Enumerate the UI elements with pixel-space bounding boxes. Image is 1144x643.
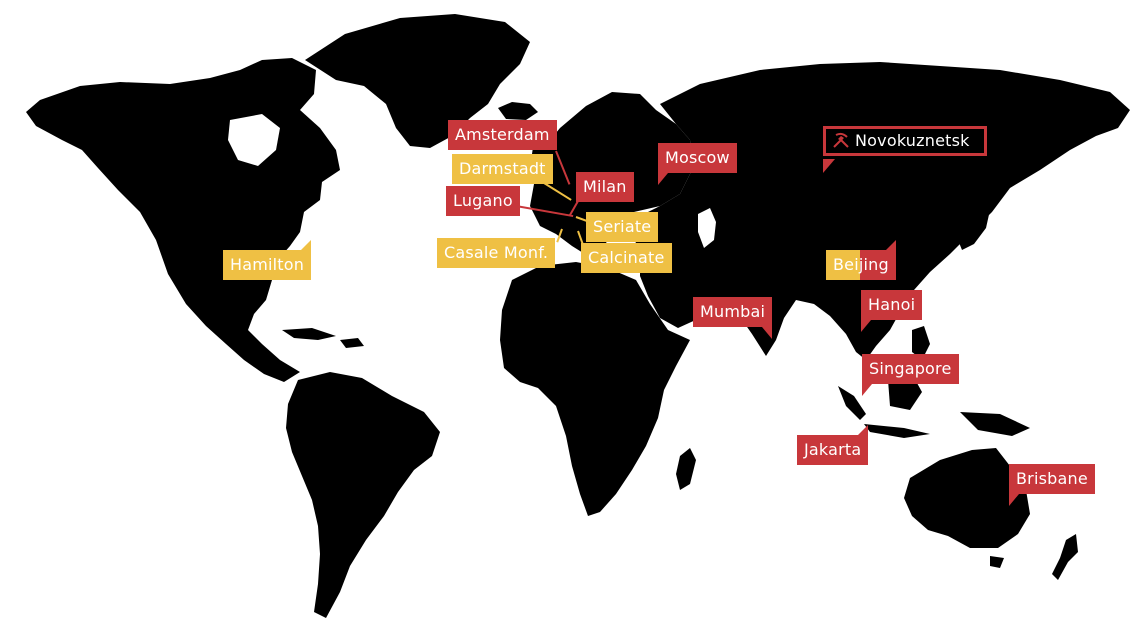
landmass-java bbox=[864, 424, 930, 438]
location-label-calcinate[interactable]: Calcinate bbox=[581, 243, 672, 273]
landmass-greenland bbox=[305, 14, 530, 148]
landmass-japan bbox=[958, 204, 990, 250]
landmass-cuba bbox=[282, 328, 336, 340]
landmass-africa bbox=[500, 262, 690, 516]
location-label-text: Amsterdam bbox=[455, 125, 550, 144]
callout-pointer bbox=[885, 240, 896, 250]
location-label-text: Hanoi bbox=[868, 295, 916, 314]
callout-pointer bbox=[862, 384, 872, 396]
location-label-text: Milan bbox=[583, 177, 627, 196]
landmass-iceland bbox=[498, 102, 538, 120]
location-label-text: Hamilton bbox=[230, 255, 305, 274]
callout-pointer bbox=[762, 327, 773, 339]
location-label-beijing[interactable]: Beijing bbox=[826, 240, 896, 280]
landmass-new-guinea bbox=[960, 412, 1030, 436]
landmass-australia bbox=[904, 448, 1030, 548]
location-label-hanoi[interactable]: Hanoi bbox=[861, 290, 923, 332]
location-label-mumbai[interactable]: Mumbai bbox=[693, 297, 773, 339]
pickaxe-shovel-icon bbox=[833, 132, 849, 148]
location-label-jakarta[interactable]: Jakarta bbox=[797, 425, 869, 465]
location-label-seriate[interactable]: Seriate bbox=[586, 212, 659, 242]
location-label-novokuznetsk[interactable]: Novokuznetsk bbox=[823, 126, 987, 173]
location-label-text: Singapore bbox=[869, 359, 952, 378]
location-label-darmstadt[interactable]: Darmstadt bbox=[452, 154, 553, 184]
callout-pointer bbox=[301, 240, 312, 250]
location-label-hamilton[interactable]: Hamilton bbox=[223, 240, 312, 280]
location-label-text: Lugano bbox=[453, 191, 513, 210]
location-label-text: Seriate bbox=[593, 217, 652, 236]
callout-pointer bbox=[823, 159, 835, 173]
landmass-south-america bbox=[286, 372, 440, 618]
location-label-text: Jakarta bbox=[804, 440, 862, 459]
landmass-asia bbox=[632, 62, 1130, 360]
location-label-text: Darmstadt bbox=[459, 159, 546, 178]
location-label-milan[interactable]: Milan bbox=[576, 172, 634, 202]
location-label-brisbane[interactable]: Brisbane bbox=[1009, 464, 1095, 506]
location-label-lugano[interactable]: Lugano bbox=[446, 186, 520, 216]
location-label-text: Moscow bbox=[665, 148, 730, 167]
location-label-text: Calcinate bbox=[588, 248, 665, 267]
location-label-singapore[interactable]: Singapore bbox=[862, 354, 959, 396]
landmass-sumatra bbox=[838, 386, 866, 420]
landmass-new-zealand bbox=[1052, 534, 1078, 580]
location-label-text: Casale Monf. bbox=[444, 243, 549, 262]
landmass-tasmania bbox=[990, 556, 1004, 568]
landmass-madagascar bbox=[676, 448, 696, 490]
hudson-bay bbox=[228, 114, 280, 166]
location-label-casale[interactable]: Casale Monf. bbox=[437, 238, 556, 268]
caspian-sea bbox=[698, 208, 716, 248]
location-label-text: Mumbai bbox=[700, 302, 766, 321]
location-label-text: Beijing bbox=[833, 255, 889, 274]
callout-pointer bbox=[858, 425, 869, 435]
location-label-moscow[interactable]: Moscow bbox=[658, 143, 737, 185]
landmass-philippines bbox=[912, 326, 930, 360]
location-label-text: Brisbane bbox=[1016, 469, 1088, 488]
landmass-hispaniola bbox=[340, 338, 364, 348]
location-label-text: Novokuznetsk bbox=[855, 131, 970, 150]
callout-pointer bbox=[658, 173, 668, 185]
callout-pointer bbox=[861, 320, 871, 332]
location-label-amsterdam[interactable]: Amsterdam bbox=[448, 120, 557, 150]
callout-pointer bbox=[1009, 494, 1019, 506]
